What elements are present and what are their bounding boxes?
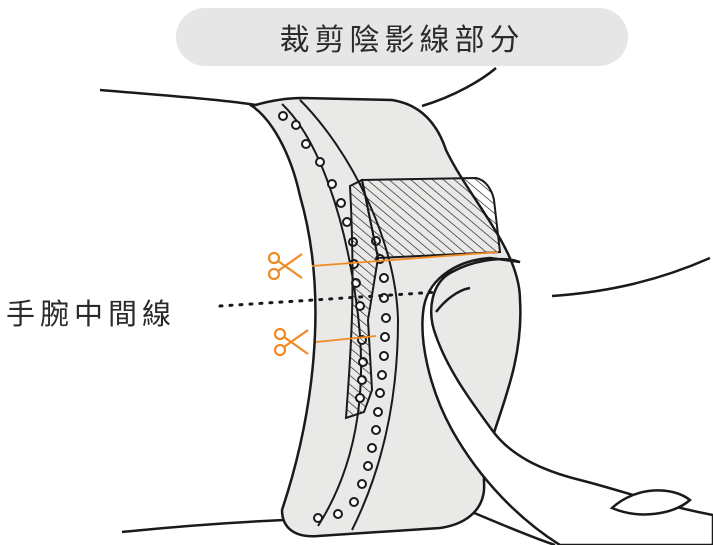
strap-outer-edge bbox=[299, 99, 400, 531]
wrist-midline-dots bbox=[218, 290, 440, 308]
header-pill: 裁剪陰影線部分 bbox=[176, 8, 628, 66]
cut-line-top bbox=[311, 251, 499, 267]
back-arm-outline bbox=[421, 67, 497, 108]
thumb-fingernail bbox=[609, 489, 692, 516]
hatched-cut-region bbox=[360, 176, 502, 260]
hatched-strip bbox=[344, 178, 380, 420]
upper-arm-outline bbox=[99, 88, 263, 108]
header-label: 裁剪陰影線部分 bbox=[279, 23, 525, 58]
scissors-icon bbox=[267, 251, 303, 281]
bottom-right-arm-outline bbox=[471, 510, 556, 545]
thumb bbox=[421, 256, 713, 545]
scissors-icon bbox=[273, 327, 309, 357]
right-arm-outline bbox=[551, 256, 711, 298]
cut-line-bottom bbox=[315, 335, 377, 343]
wrist-midline-label: 手腕中間線 bbox=[6, 297, 177, 331]
thumb-nail-line bbox=[435, 286, 471, 313]
lower-arm-outline bbox=[121, 518, 285, 534]
